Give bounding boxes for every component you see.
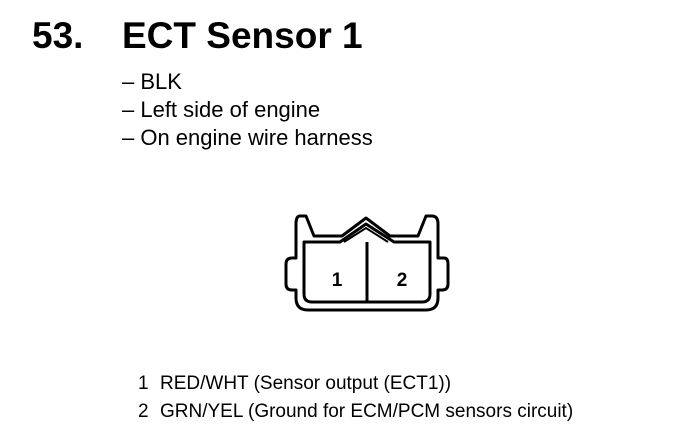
pin-row: 1 RED/WHT (Sensor output (ECT1)): [138, 370, 573, 398]
connector-details-list: – BLK – Left side of engine – On engine …: [122, 68, 373, 152]
pin-assignment-list: 1 RED/WHT (Sensor output (ECT1)) 2 GRN/YEL…: [138, 370, 573, 426]
detail-harness: – On engine wire harness: [122, 125, 373, 150]
detail-color: – BLK: [122, 69, 182, 94]
connector-diagram: 1 2: [284, 214, 450, 312]
pin-label-1: 1: [332, 270, 343, 291]
page-heading: 53. ECT Sensor 1: [32, 14, 363, 58]
connector-latch: [343, 226, 389, 243]
heading-number: 53.: [32, 15, 84, 56]
pin-number: 1: [138, 373, 149, 394]
pin-description: GRN/YEL (Ground for ECM/PCM sensors circ…: [160, 401, 574, 422]
pin-label-2: 2: [397, 270, 408, 291]
pin-description: RED/WHT (Sensor output (ECT1)): [160, 373, 452, 394]
pin-number: 2: [138, 401, 149, 422]
connector-outline: [284, 214, 450, 312]
connector-inner-housing: [302, 222, 432, 304]
pin-row: 2 GRN/YEL (Ground for ECM/PCM sensors cir…: [138, 398, 573, 426]
heading-title: ECT Sensor 1: [122, 15, 363, 56]
detail-location: – Left side of engine: [122, 97, 321, 122]
